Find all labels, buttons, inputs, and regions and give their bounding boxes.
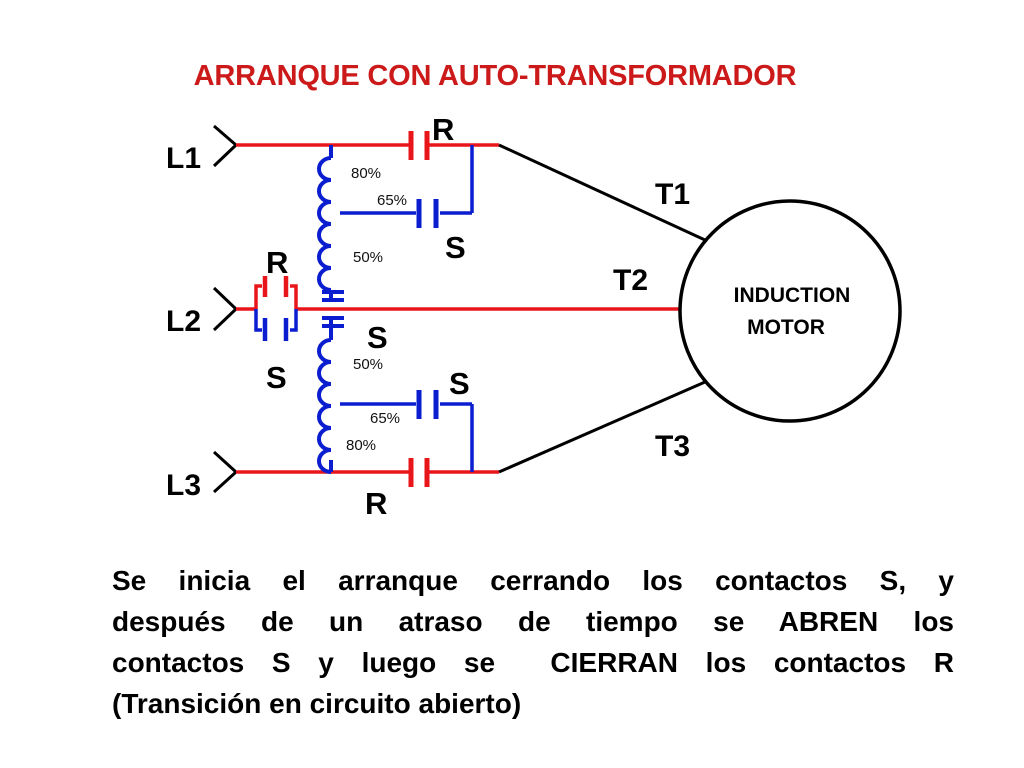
motor-label-line1: INDUCTION — [734, 284, 851, 307]
tap-upper-branch — [340, 145, 474, 215]
terminal-l3 — [212, 450, 239, 494]
motor-label-line2: MOTOR — [747, 316, 825, 339]
label-l1: L1 — [166, 142, 201, 175]
contact-s-center — [322, 290, 344, 328]
tap-upper-65: 65% — [377, 192, 407, 209]
contact-r-top — [408, 131, 430, 160]
label-l2: L2 — [166, 305, 201, 338]
label-s-top: S — [445, 230, 466, 265]
label-s-left: S — [266, 360, 287, 395]
label-s-mid: S — [367, 320, 388, 355]
label-r-mid: R — [266, 245, 288, 280]
caption-line-4: (Transición en circuito abierto) — [112, 688, 522, 719]
label-t2: T2 — [613, 264, 648, 297]
contact-s-low — [416, 390, 439, 419]
transformer-coil-upper — [317, 145, 344, 302]
label-l3: L3 — [166, 469, 201, 502]
autotransformer-circuit: INDUCTION MOTOR L1 L2 L3 T1 T2 T3 R R R … — [166, 112, 902, 521]
label-s-low: S — [449, 366, 470, 401]
terminal-l2 — [212, 286, 239, 332]
contact-r-bottom — [408, 458, 430, 487]
caption-line-2: después de un atraso de tiempo se ABREN … — [112, 606, 954, 637]
caption-line-1: Se inicia el arranque cerrando los conta… — [112, 565, 954, 596]
induction-motor — [678, 199, 902, 423]
tap-lower-80: 80% — [346, 437, 376, 454]
transformer-coil-lower — [317, 316, 344, 474]
label-t3: T3 — [655, 430, 690, 463]
description-text: Se inicia el arranque cerrando los conta… — [112, 560, 954, 724]
diagram-title: ARRANQUE CON AUTO-TRANSFORMADOR — [193, 60, 797, 92]
tap-upper-80: 80% — [351, 165, 381, 182]
tap-lower-branch — [340, 402, 474, 472]
red-conductors — [236, 143, 680, 474]
label-t1: T1 — [655, 178, 690, 211]
contact-s-top — [416, 199, 439, 228]
tap-lower-50: 50% — [353, 356, 383, 373]
label-r-top: R — [432, 112, 454, 147]
contact-r-mid — [262, 276, 289, 297]
label-r-bottom: R — [365, 486, 387, 521]
terminal-l1 — [212, 124, 239, 168]
contact-s-left — [262, 318, 289, 341]
l2-s-branch — [254, 309, 298, 332]
motor-leads — [498, 143, 706, 474]
caption-line-3: contactos S y luego se CIERRAN los conta… — [112, 647, 954, 678]
tap-upper-50: 50% — [353, 249, 383, 266]
tap-lower-65: 65% — [370, 410, 400, 427]
